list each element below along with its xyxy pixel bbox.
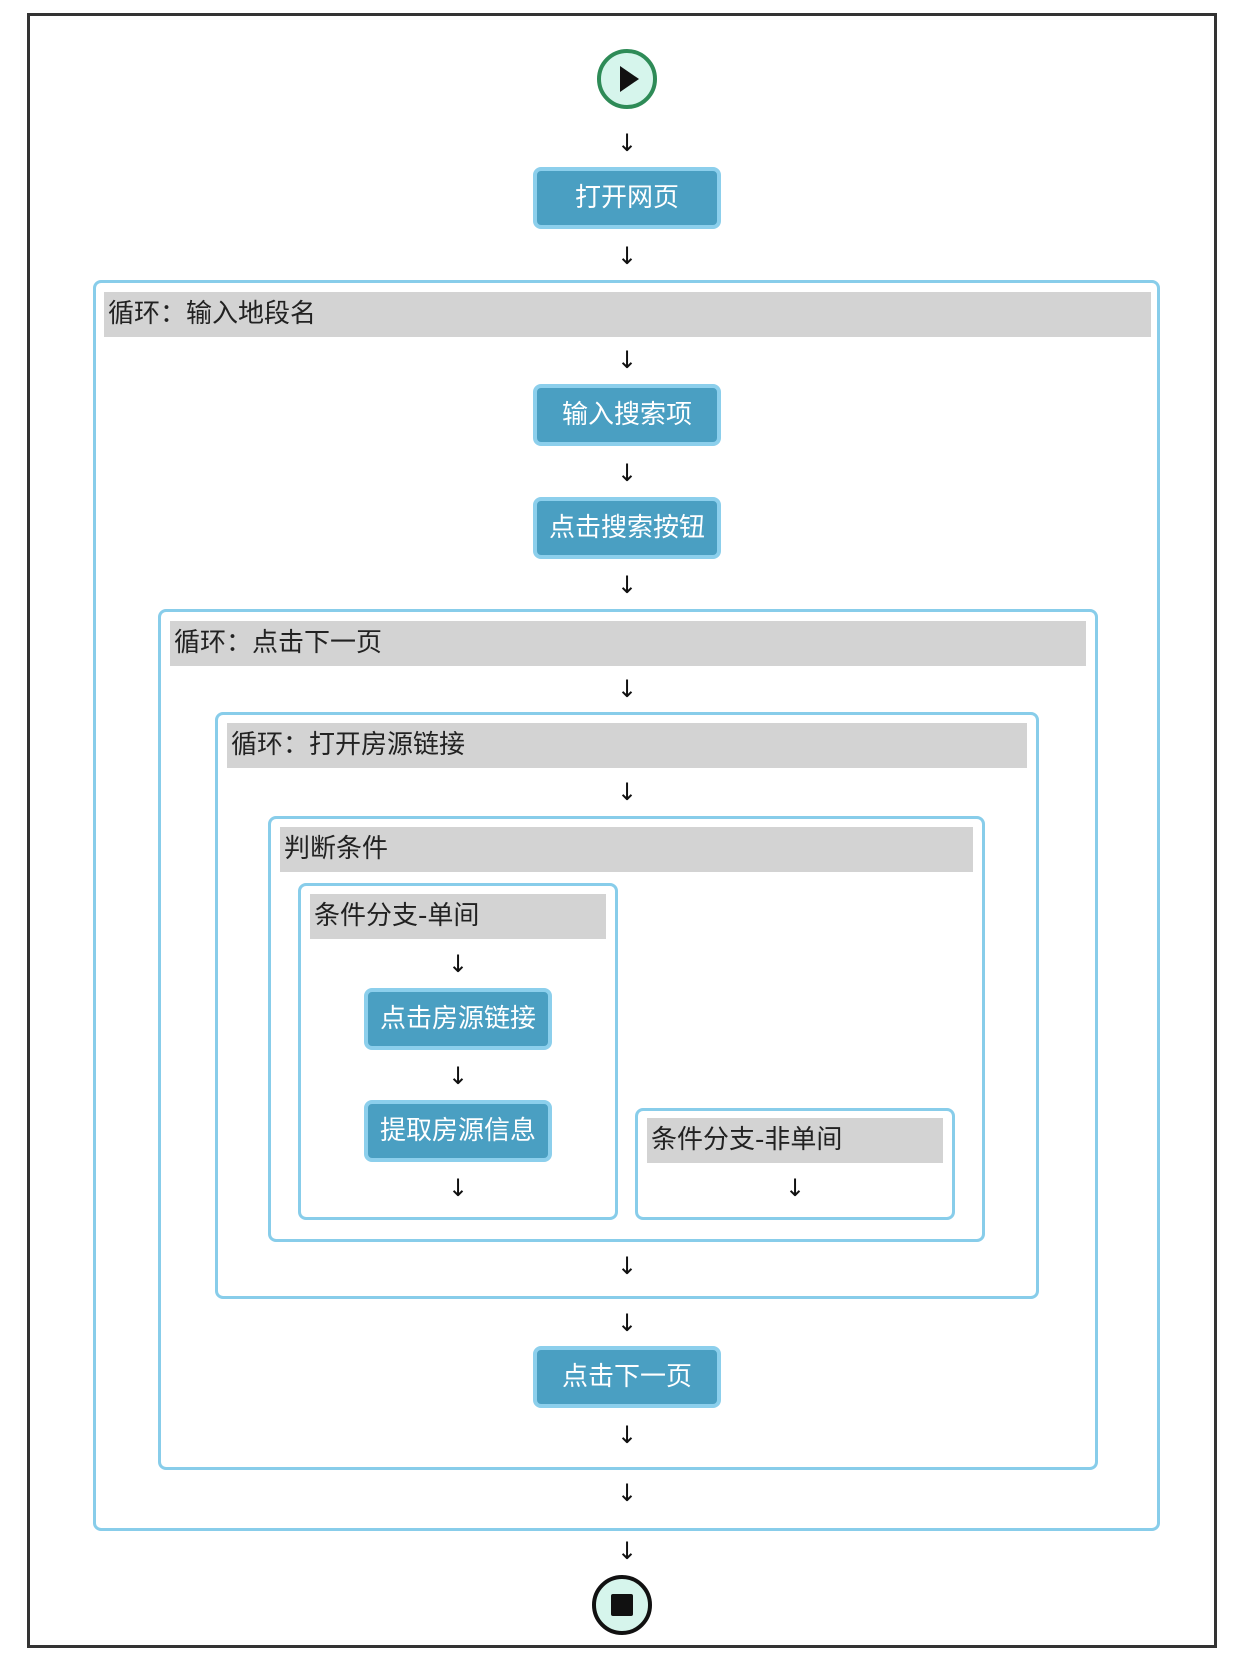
flowchart-frame — [27, 13, 1217, 1648]
flow-arrow: ↓ — [616, 1479, 638, 1507]
flow-arrow: ↓ — [616, 242, 638, 270]
flow-arrow: ↓ — [616, 1309, 638, 1337]
branch-other-header: 条件分支-非单间 — [647, 1118, 943, 1163]
flow-arrow: ↓ — [616, 1421, 638, 1449]
flow-arrow: ↓ — [616, 459, 638, 487]
click-search-node[interactable]: 点击搜索按钮 — [533, 497, 721, 559]
loop-header-listings: 循环：打开房源链接 — [227, 723, 1027, 768]
flow-arrow: ↓ — [784, 1174, 806, 1202]
open-page-node[interactable]: 打开网页 — [533, 167, 721, 229]
branch-other-container[interactable] — [635, 1108, 955, 1220]
start-node[interactable] — [597, 49, 657, 109]
loop-container-pages[interactable] — [158, 609, 1098, 1470]
flow-arrow: ↓ — [447, 950, 469, 978]
condition-header: 判断条件 — [280, 827, 973, 872]
flow-arrow: ↓ — [616, 778, 638, 806]
input-search-node[interactable]: 输入搜索项 — [533, 384, 721, 446]
flow-arrow: ↓ — [616, 129, 638, 157]
click-listing-node[interactable]: 点击房源链接 — [364, 988, 552, 1050]
flow-arrow: ↓ — [616, 1252, 638, 1280]
loop-header-pages: 循环：点击下一页 — [170, 621, 1086, 666]
flow-arrow: ↓ — [616, 1537, 638, 1565]
play-icon — [620, 66, 639, 92]
loop-container-listings[interactable] — [215, 712, 1039, 1299]
branch-single-container[interactable] — [298, 883, 618, 1220]
end-node[interactable] — [592, 1575, 652, 1635]
flow-arrow: ↓ — [616, 571, 638, 599]
loop-header-outer: 循环：输入地段名 — [104, 292, 1151, 337]
flow-arrow: ↓ — [447, 1174, 469, 1202]
extract-info-node[interactable]: 提取房源信息 — [364, 1100, 552, 1162]
click-next-node[interactable]: 点击下一页 — [533, 1346, 721, 1408]
loop-container-outer[interactable] — [93, 280, 1160, 1531]
flow-arrow: ↓ — [447, 1062, 469, 1090]
stop-icon — [611, 1594, 633, 1616]
condition-container[interactable] — [268, 816, 985, 1242]
branch-single-header: 条件分支-单间 — [310, 894, 606, 939]
flow-arrow: ↓ — [616, 346, 638, 374]
flow-arrow: ↓ — [616, 675, 638, 703]
